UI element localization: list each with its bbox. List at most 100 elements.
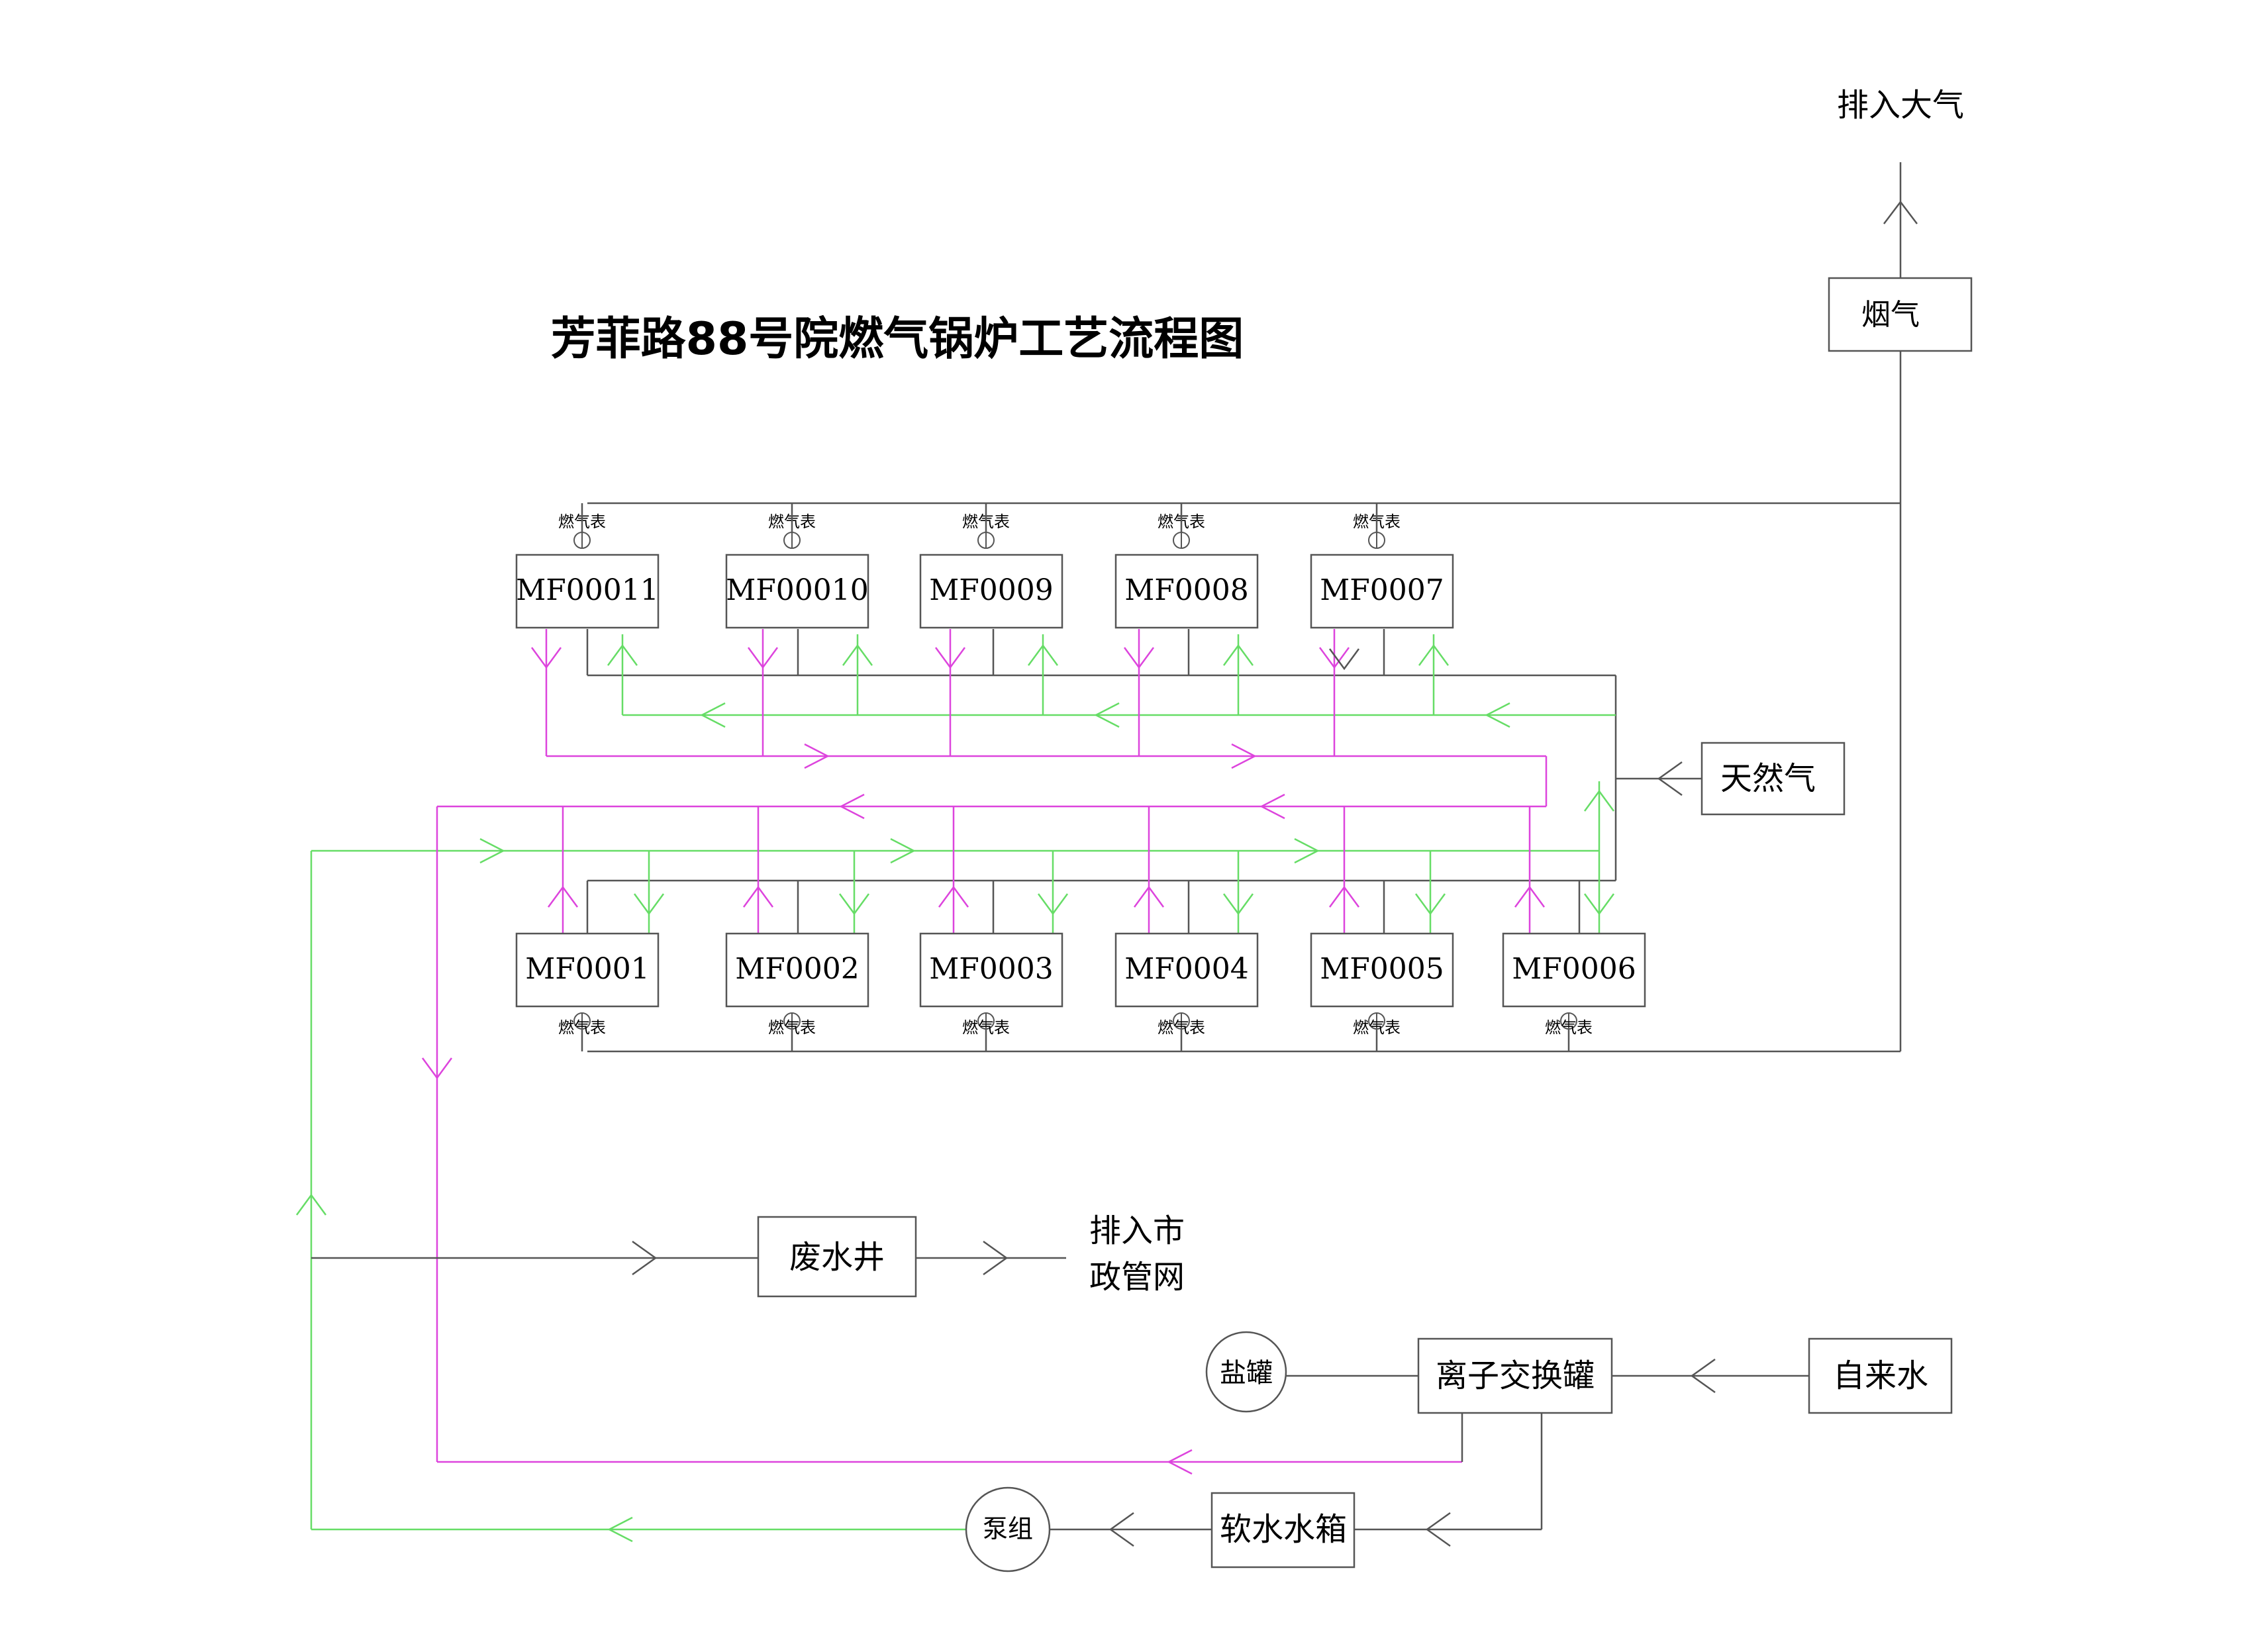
flow-arrow-down <box>1318 647 1350 669</box>
boiler-box <box>919 554 1063 629</box>
flow-arrow-right <box>804 743 830 769</box>
boiler-box <box>725 554 869 629</box>
boiler-box <box>1114 932 1259 1008</box>
water-treatment-section <box>965 1331 1953 1572</box>
diagram-title: 芳菲路88号院燃气锅炉工艺流程图 <box>551 313 1244 365</box>
tap-water-box[interactable] <box>1808 1337 1953 1414</box>
flow-arrow-up <box>742 885 774 908</box>
flow-arrow-up <box>1418 644 1450 666</box>
flow-arrow-up <box>1133 885 1165 908</box>
flow-arrow-right <box>479 838 505 864</box>
flow-arrow-up <box>1027 644 1059 666</box>
flow-arrow-down <box>633 893 665 916</box>
boiler-box <box>1310 554 1454 629</box>
to-atmosphere-label: 排入大气 <box>1837 87 1964 124</box>
flow-arrow-right <box>1231 743 1257 769</box>
exhaust-up-arrow <box>1883 200 1918 224</box>
flow-arrow-down <box>421 1057 453 1080</box>
boiler-box <box>1502 932 1646 1008</box>
flow-arrow-left <box>1094 702 1120 728</box>
boiler-label: MF0004 <box>1124 952 1249 986</box>
flow-arrow-down <box>1328 648 1360 671</box>
boiler-box <box>515 932 660 1008</box>
tap-water-arrow <box>1690 1358 1716 1394</box>
flow-arrow-down <box>1037 893 1069 916</box>
flue-gas-label: 烟气 <box>1861 298 1920 332</box>
boiler-label: MF00011 <box>516 573 659 607</box>
boiler-label: MF0009 <box>929 573 1054 607</box>
to-municipal-line1: 排入市 <box>1089 1212 1185 1249</box>
flow-arrow-up <box>1514 885 1546 908</box>
flow-arrow-down <box>1123 647 1155 669</box>
flow-arrow-up <box>295 1193 327 1216</box>
boiler-label: MF0006 <box>1512 952 1636 986</box>
boiler-label: MF0008 <box>1124 573 1249 607</box>
flow-arrow-up <box>938 885 969 908</box>
ion-exchanger-label: 离子交换罐 <box>1436 1357 1595 1394</box>
salt-tank-circle[interactable] <box>1205 1331 1287 1413</box>
flow-arrow-down <box>934 647 966 669</box>
to-waste-well-arrow <box>632 1240 658 1276</box>
flow-arrow-left <box>1259 793 1285 820</box>
flow-arrow-up <box>547 885 579 908</box>
natural-gas-label: 天然气 <box>1720 760 1816 797</box>
tap-water-label: 自来水 <box>1833 1357 1928 1394</box>
boiler-label: MF0007 <box>1320 573 1444 607</box>
water-network <box>295 629 1616 1543</box>
to-pump-arrow <box>1109 1512 1134 1547</box>
boilers-bottom-row: MF0001燃气表MF0002燃气表MF0003燃气表MF0004燃气表MF00… <box>515 932 1646 1051</box>
boiler-label: MF0001 <box>525 952 650 986</box>
flow-arrow-right <box>890 838 916 864</box>
boiler-box <box>1310 932 1454 1008</box>
boilers-top-row: MF00011燃气表MF00010燃气表MF0009燃气表MF0008燃气表MF… <box>515 503 1454 629</box>
flow-arrow-left <box>700 702 726 728</box>
pump-group-label: 泵组 <box>983 1514 1033 1543</box>
to-municipal-arrow <box>983 1240 1009 1276</box>
soft-water-tank-label: 软水水箱 <box>1220 1511 1347 1548</box>
boiler-label: MF0002 <box>735 952 860 986</box>
flow-arrow-down <box>1414 893 1446 916</box>
flow-arrow-up <box>1222 644 1254 666</box>
flow-arrow-left <box>1485 702 1510 728</box>
waste-well-box[interactable] <box>757 1216 917 1298</box>
waste-well-section <box>311 1216 1066 1298</box>
boiler-label: MF0005 <box>1320 952 1444 986</box>
to-soft-tank-arrow <box>1425 1512 1451 1547</box>
flow-arrow-down <box>530 647 562 669</box>
boiler-label: MF00010 <box>726 573 869 607</box>
flow-arrow-up <box>1583 789 1615 812</box>
salt-tank-label: 盐罐 <box>1220 1358 1273 1388</box>
flow-arrow-up <box>1328 885 1360 908</box>
flow-arrow-left <box>1167 1449 1193 1475</box>
boiler-box <box>725 932 869 1008</box>
natural-gas-section <box>587 674 1846 882</box>
to-municipal-line2: 政管网 <box>1089 1259 1185 1296</box>
boiler-label: MF0003 <box>929 952 1054 986</box>
waste-well-label: 废水井 <box>789 1239 885 1276</box>
flow-arrow-down <box>1222 893 1254 916</box>
pump-group-circle[interactable] <box>965 1486 1051 1572</box>
boiler-box <box>1114 554 1259 629</box>
boiler-box <box>515 554 660 629</box>
flow-arrow-right <box>1294 838 1320 864</box>
flow-arrow-down <box>838 893 870 916</box>
flow-arrow-left <box>607 1516 633 1543</box>
flow-arrow-down <box>747 647 779 669</box>
flow-arrow-up <box>842 644 873 666</box>
flow-arrow-up <box>607 644 638 666</box>
gas-inlet-arrow <box>1657 761 1683 797</box>
flow-arrow-down <box>1583 893 1615 916</box>
boiler-box <box>919 932 1063 1008</box>
